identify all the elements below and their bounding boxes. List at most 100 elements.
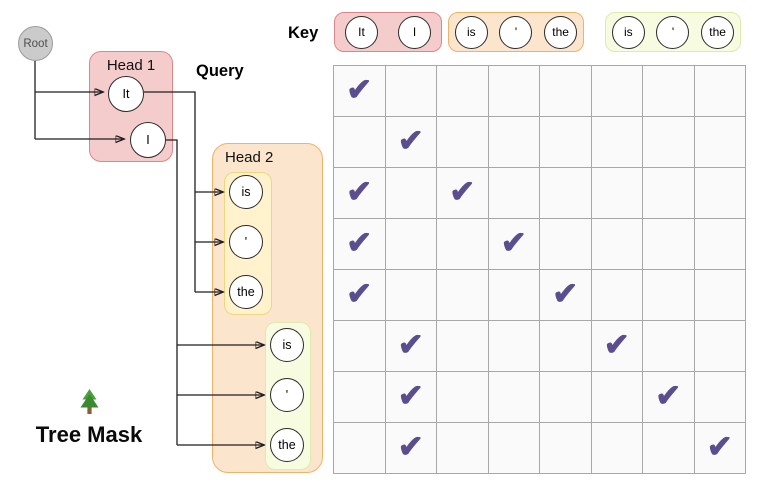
evergreen-tree-icon (80, 389, 98, 414)
mask-cell-r2-c1 (385, 168, 437, 219)
check-icon: ✔ (397, 326, 424, 362)
mask-cell-r2-c2: ✔ (437, 168, 489, 219)
mask-cell-r7-c1: ✔ (385, 423, 437, 474)
mask-cell-r6-c5 (591, 372, 643, 423)
check-icon: ✔ (346, 275, 373, 311)
mask-cell-r7-c4 (540, 423, 592, 474)
key-group-head2-2: is ' the (605, 12, 741, 52)
mask-cell-r3-c0: ✔ (334, 219, 386, 270)
check-icon: ✔ (655, 377, 682, 413)
check-icon: ✔ (397, 377, 424, 413)
mask-cell-r0-c1 (385, 66, 437, 117)
mask-cell-r2-c0: ✔ (334, 168, 386, 219)
mask-cell-r5-c5: ✔ (591, 321, 643, 372)
mask-cell-r4-c4: ✔ (540, 270, 592, 321)
tree-mask-label: Tree Mask (35, 422, 143, 447)
mask-cell-r1-c3 (488, 117, 540, 168)
mask-cell-r5-c6 (643, 321, 695, 372)
mask-cell-r2-c5 (591, 168, 643, 219)
query-node-is-2-label: is (282, 338, 292, 352)
key-group-head2-1: is ' the (448, 12, 584, 52)
check-icon: ✔ (346, 173, 373, 209)
query-node-it-label: It (122, 87, 130, 101)
mask-cell-r0-c5 (591, 66, 643, 117)
mask-cell-r1-c6 (643, 117, 695, 168)
mask-cell-r6-c3 (488, 372, 540, 423)
mask-cell-r7-c6 (643, 423, 695, 474)
mask-cell-r1-c4 (540, 117, 592, 168)
mask-cell-r4-c6 (643, 270, 695, 321)
check-icon: ✔ (346, 71, 373, 107)
mask-cell-r7-c3 (488, 423, 540, 474)
mask-cell-r7-c7: ✔ (694, 423, 746, 474)
mask-cell-r6-c6: ✔ (643, 372, 695, 423)
mask-cell-r3-c2 (437, 219, 489, 270)
mask-cell-r6-c0 (334, 372, 386, 423)
root-node-label: Root (23, 37, 48, 50)
key-group-head1: It I (334, 12, 442, 52)
mask-cell-r5-c1: ✔ (385, 321, 437, 372)
query-node-is-1: is (229, 175, 263, 209)
key-token-i-label: I (412, 25, 417, 39)
key-label: Key (288, 24, 319, 42)
mask-cell-r7-c5 (591, 423, 643, 474)
query-node-i: I (130, 122, 166, 158)
mask-cell-r1-c1: ✔ (385, 117, 437, 168)
mask-cell-r1-c5 (591, 117, 643, 168)
mask-cell-r1-c0 (334, 117, 386, 168)
mask-cell-r5-c2 (437, 321, 489, 372)
query-node-apostrophe-2: ' (270, 378, 304, 412)
mask-cell-r0-c6 (643, 66, 695, 117)
query-node-the-2: the (270, 428, 304, 462)
key-token-apostrophe-2-label: ' (671, 25, 675, 39)
mask-cell-r6-c7 (694, 372, 746, 423)
query-node-it: It (108, 76, 144, 112)
mask-cell-r1-c2 (437, 117, 489, 168)
query-node-apostrophe-1-label: ' (244, 235, 248, 249)
query-node-the-1: the (229, 275, 263, 309)
check-icon: ✔ (603, 326, 630, 362)
key-token-apostrophe-2: ' (656, 15, 690, 49)
head1-label: Head 1 (106, 57, 156, 74)
check-icon: ✔ (552, 275, 579, 311)
mask-cell-r5-c7 (694, 321, 746, 372)
root-node: Root (18, 26, 53, 61)
key-token-i: I (398, 15, 431, 49)
mask-cell-r1-c7 (694, 117, 746, 168)
mask-cell-r5-c0 (334, 321, 386, 372)
mask-cell-r2-c4 (540, 168, 592, 219)
check-icon: ✔ (397, 428, 424, 464)
key-token-it-label: It (358, 25, 365, 39)
key-token-the-2-label: the (709, 25, 726, 39)
query-node-apostrophe-2-label: ' (285, 388, 289, 402)
key-token-is-2-label: is (623, 25, 633, 39)
mask-cell-r6-c4 (540, 372, 592, 423)
query-node-i-label: I (146, 133, 150, 147)
mask-cell-r7-c0 (334, 423, 386, 474)
mask-cell-r0-c3 (488, 66, 540, 117)
mask-cell-r0-c4 (540, 66, 592, 117)
mask-cell-r3-c7 (694, 219, 746, 270)
mask-cell-r4-c2 (437, 270, 489, 321)
mask-cell-r3-c1 (385, 219, 437, 270)
mask-cell-r4-c1 (385, 270, 437, 321)
mask-cell-r5-c4 (540, 321, 592, 372)
mask-cell-r6-c1: ✔ (385, 372, 437, 423)
query-node-the-2-label: the (278, 438, 296, 452)
mask-cell-r4-c7 (694, 270, 746, 321)
key-token-apostrophe-1: ' (499, 15, 533, 49)
mask-cell-r2-c7 (694, 168, 746, 219)
check-icon: ✔ (500, 224, 527, 260)
mask-cell-r4-c5 (591, 270, 643, 321)
check-icon: ✔ (346, 224, 373, 260)
key-token-is-1: is (454, 15, 488, 49)
query-label: Query (196, 62, 244, 80)
mask-cell-r6-c2 (437, 372, 489, 423)
mask-grid: ✔✔✔✔✔✔✔✔✔✔✔✔✔✔ (333, 65, 746, 474)
key-token-it: It (345, 15, 378, 49)
query-node-is-2: is (270, 328, 304, 362)
mask-cell-r3-c5 (591, 219, 643, 270)
mask-cell-r3-c4 (540, 219, 592, 270)
head2-label: Head 2 (225, 149, 274, 166)
